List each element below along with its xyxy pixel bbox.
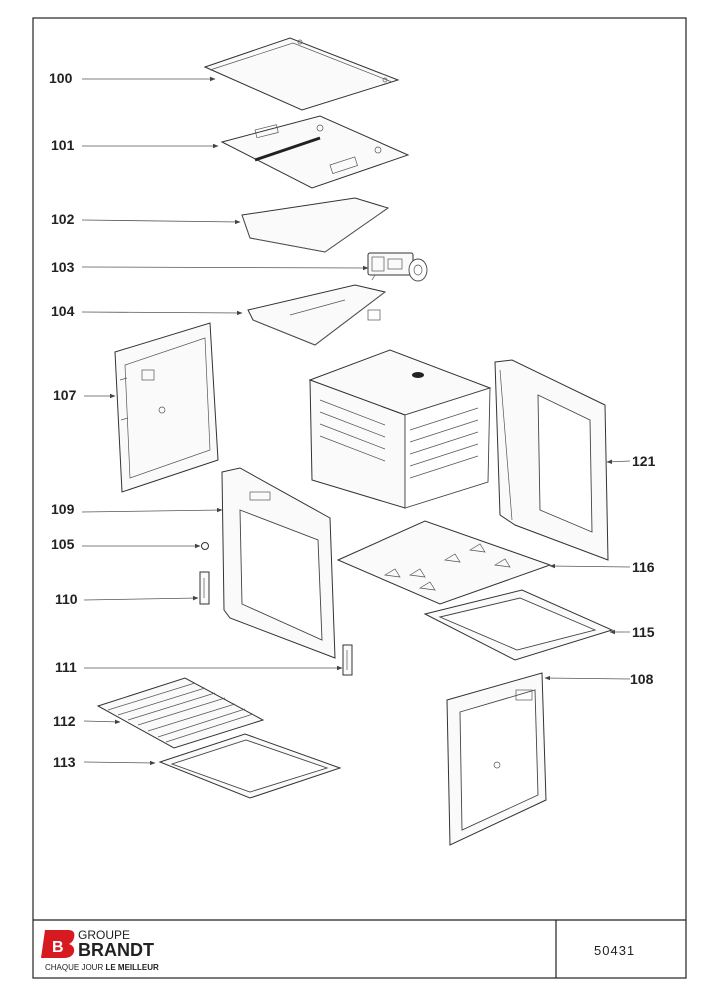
part-121-right-side-panel [494, 359, 609, 561]
brand-logo: B GROUPE BRANDT CHAQUE JOUR LE MEILLEUR [41, 928, 159, 972]
leader-lines [81, 76, 631, 766]
reference-number: 50431 [594, 943, 635, 958]
callout-101: 101 [51, 137, 75, 153]
part-108-rear-panel [446, 672, 547, 846]
part-102-heat-shield [241, 197, 390, 253]
part-100-top-cover [203, 37, 400, 111]
part-105-screw [201, 542, 209, 550]
part-115-bottom-element [423, 589, 614, 661]
part-104-lower-cover [247, 284, 387, 346]
part-112-wire-rack [96, 677, 265, 749]
callout-107: 107 [53, 387, 77, 403]
callout-102: 102 [51, 211, 75, 227]
callout-116: 116 [632, 559, 655, 575]
part-101-inner-plate [220, 115, 410, 189]
callout-108: 108 [630, 671, 654, 687]
part-113-baking-tray [158, 733, 342, 799]
callout-103: 103 [51, 259, 75, 275]
brand-tagline-a: CHAQUE JOUR [45, 963, 105, 972]
brand-line2: BRANDT [78, 940, 154, 960]
callout-110: 110 [55, 591, 78, 607]
callout-112: 112 [53, 713, 76, 729]
part-107-left-side-panel [114, 322, 219, 493]
callout-105: 105 [51, 536, 75, 552]
part-109-front-frame [221, 467, 336, 659]
callout-121: 121 [632, 453, 656, 469]
brand-tagline-b: LE MEILLEUR [105, 963, 159, 972]
part-111-hinge [342, 644, 353, 676]
brand-line1: GROUPE [78, 928, 130, 942]
brandt-b-icon [41, 930, 75, 958]
part-103-cooling-fan [367, 252, 428, 282]
callout-100: 100 [49, 70, 73, 86]
callout-115: 115 [632, 624, 655, 640]
brand-logo-letter: B [52, 939, 64, 956]
callout-111: 111 [55, 659, 77, 675]
part-110-hinge [199, 571, 210, 605]
callout-113: 113 [53, 754, 76, 770]
callout-109: 109 [51, 501, 75, 517]
part-oven-cavity [308, 349, 492, 509]
callout-104: 104 [51, 303, 75, 319]
drawing-frame [32, 17, 687, 979]
brand-tagline: CHAQUE JOUR LE MEILLEUR [45, 963, 159, 972]
